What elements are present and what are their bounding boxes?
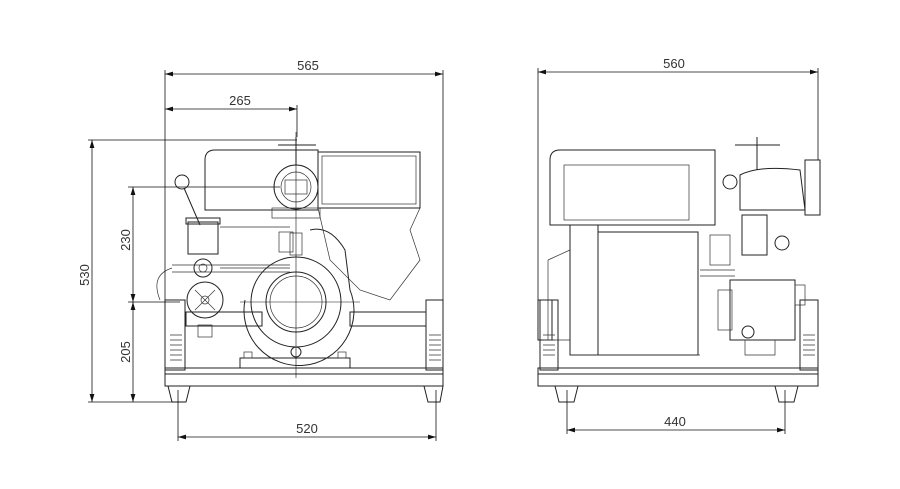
dim-frame-width: 520 xyxy=(296,421,318,436)
dim-overall-height: 530 xyxy=(77,264,92,286)
dim-lower-height: 205 xyxy=(118,341,133,363)
dim-upper-height: 230 xyxy=(118,229,133,251)
dim-shaft-offset: 265 xyxy=(229,93,251,108)
dim-overall-width: 565 xyxy=(297,58,319,73)
dim-frame-depth: 440 xyxy=(664,414,686,429)
front-view: 565 265 530 230 205 520 xyxy=(77,58,444,441)
side-view: 560 440 xyxy=(537,56,821,434)
dim-overall-depth: 560 xyxy=(663,56,685,71)
